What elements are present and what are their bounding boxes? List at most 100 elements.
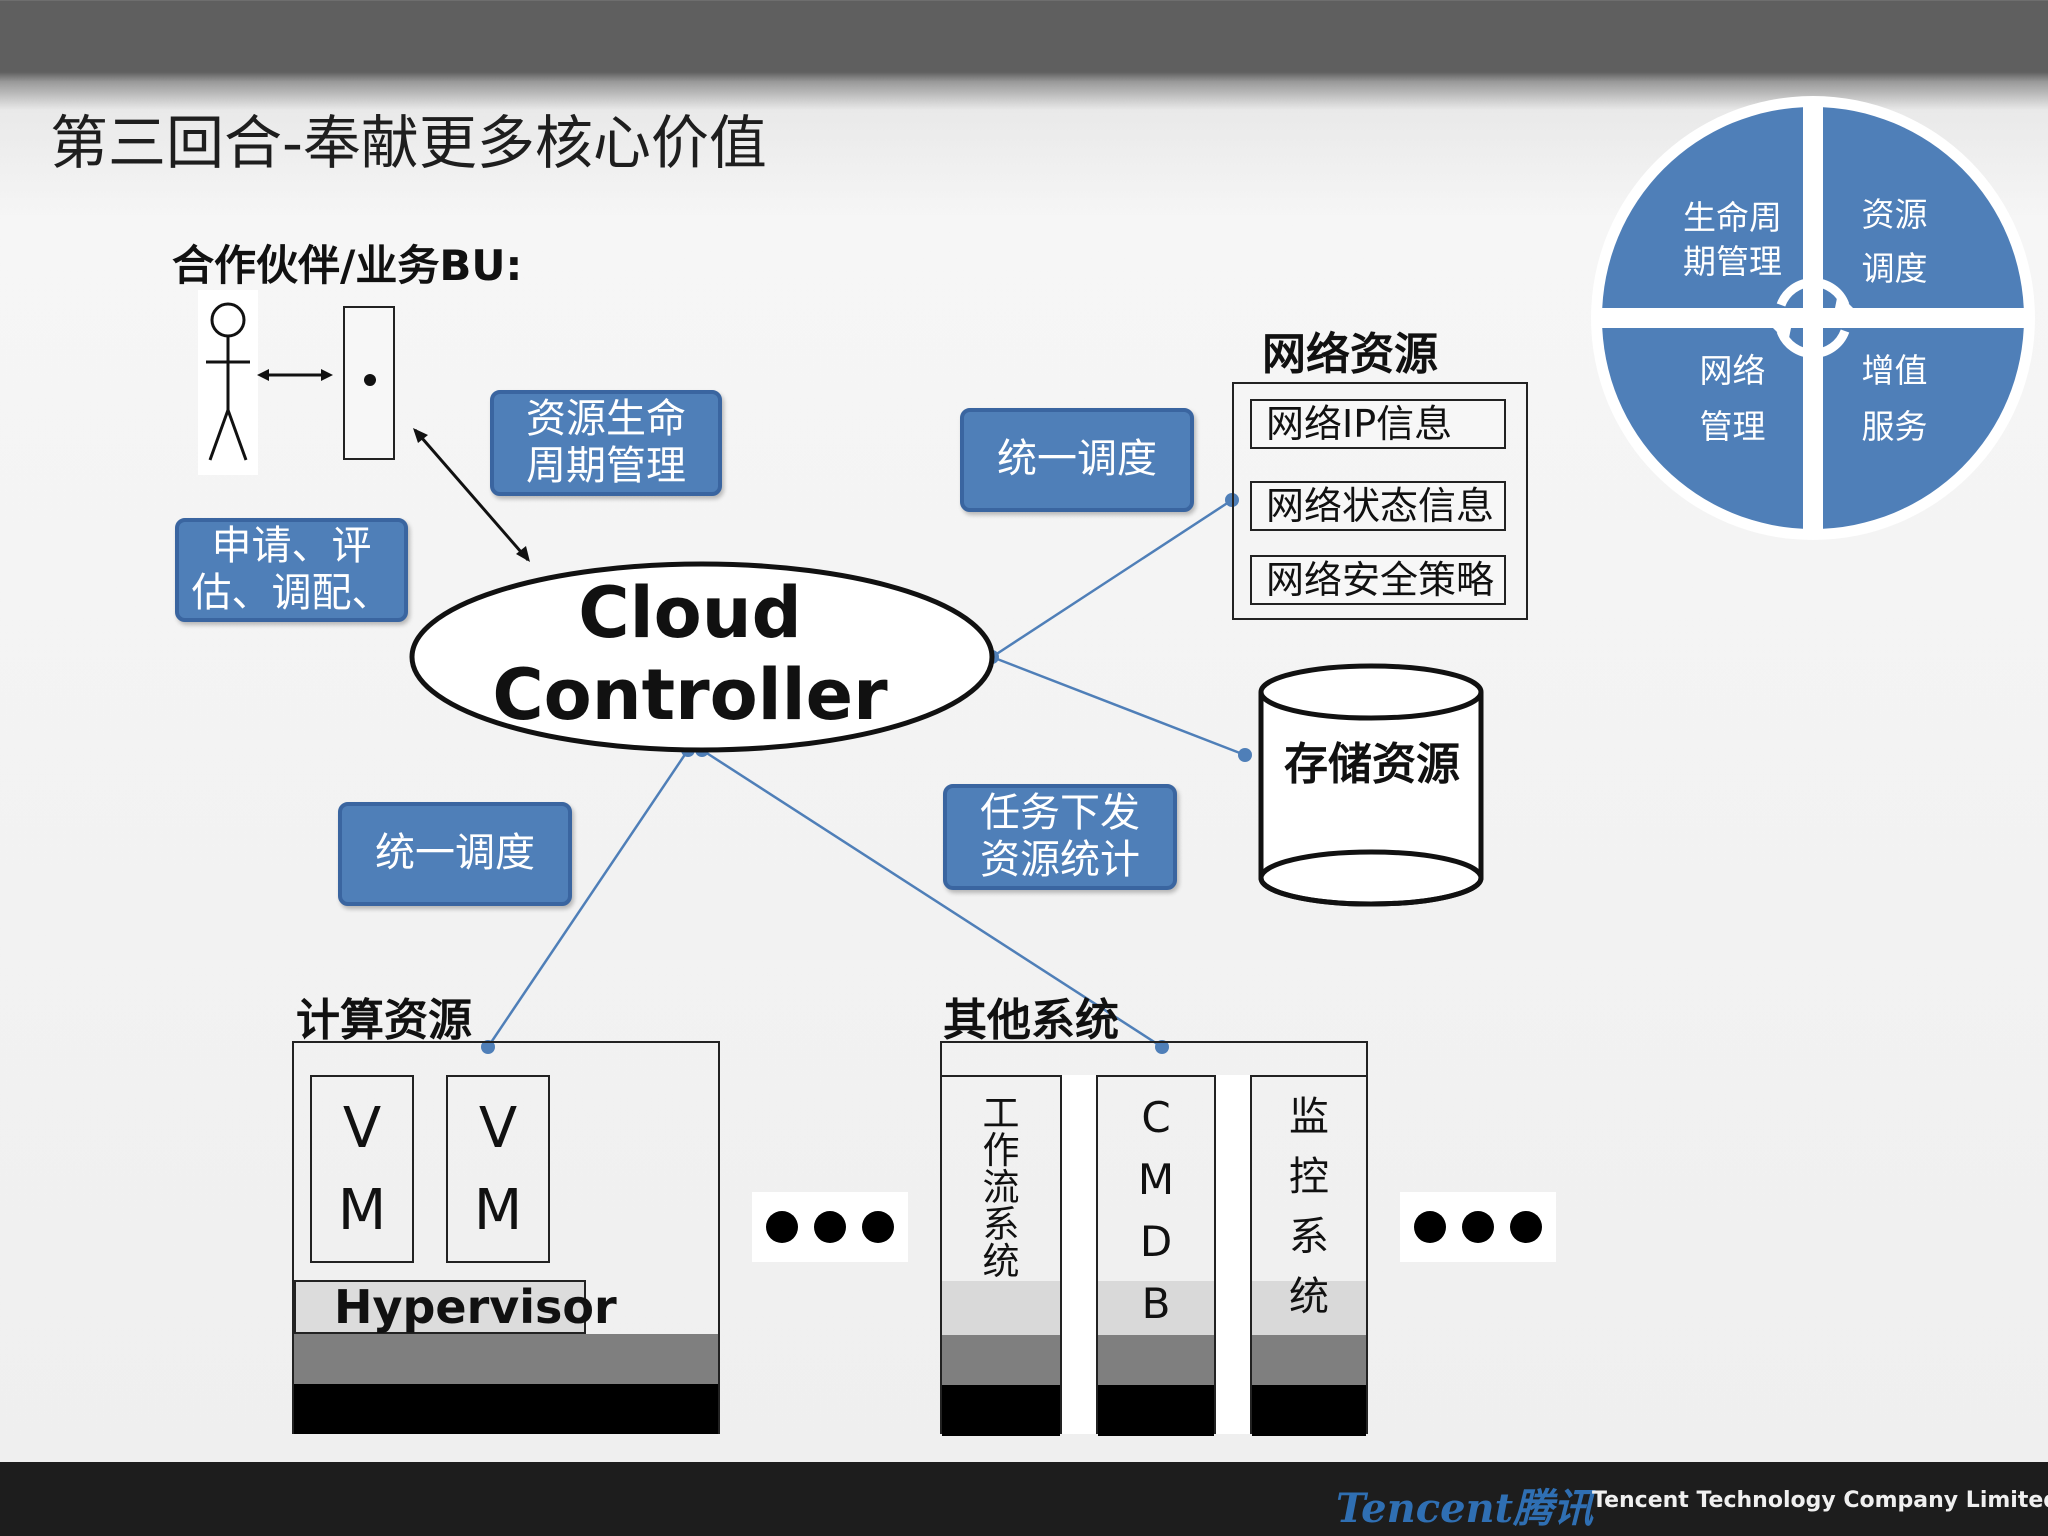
vm1-letter-m: M: [337, 1177, 387, 1243]
cmdb-light-layer: [1098, 1281, 1214, 1335]
workflow-char: 流: [982, 1166, 1020, 1209]
compute-connector: [486, 749, 690, 1048]
monitor-grey-layer: [1252, 1335, 1366, 1385]
monitor-column: 监 控 系 统: [1250, 1075, 1366, 1436]
cmdb-char: M: [1137, 1155, 1175, 1204]
callout-task-line2: 资源统计: [980, 837, 1140, 883]
quadrant-tl-line1: 生命周: [1683, 198, 1782, 237]
vm-box-1: V M: [310, 1075, 414, 1263]
dot: [1414, 1211, 1446, 1243]
monitor-light-layer: [1252, 1281, 1366, 1335]
column-gap: [1216, 1075, 1250, 1434]
callout-lifecycle: 资源生命 周期管理: [490, 390, 722, 496]
cmdb-grey-layer: [1098, 1335, 1214, 1385]
compute-title: 计算资源: [296, 995, 472, 1046]
partner-label: 合作伙伴/业务BU:: [172, 241, 523, 290]
network-item-ip: 网络IP信息: [1250, 399, 1506, 449]
quadrant-br-line2: 服务: [1861, 407, 1928, 446]
dot: [814, 1211, 846, 1243]
tencent-logo: Tencent腾讯: [1336, 1485, 1594, 1532]
column-gap: [1062, 1075, 1096, 1434]
monitor-label: 监 控 系 统: [1252, 1097, 1366, 1317]
callout-apply-line1: 申请、评: [211, 522, 372, 569]
monitor-char: 控: [1289, 1154, 1329, 1200]
callout-task: 任务下发 资源统计: [943, 784, 1177, 890]
quadrant-label-br: 增值 服务: [1822, 343, 1967, 455]
vm2-letter-m: M: [473, 1177, 523, 1243]
cmdb-black-layer: [1098, 1385, 1214, 1436]
ellipsis-dots-2: [1400, 1192, 1556, 1262]
cmdb-char: D: [1139, 1217, 1173, 1266]
quadrant-network: [1602, 318, 1813, 529]
monitor-char: 监: [1289, 1094, 1329, 1140]
quadrant-bl-line1: 网络: [1699, 351, 1766, 390]
network-connector: [991, 498, 1233, 659]
ellipsis-dots-1: [752, 1192, 908, 1262]
network-item-security: 网络安全策略: [1250, 555, 1506, 605]
workflow-black-layer: [942, 1385, 1060, 1436]
lifecycle-arrow: [413, 429, 530, 561]
cloud-controller-ellipse: [409, 561, 995, 753]
callout-schedule-left-text: 统一调度: [375, 830, 535, 877]
vm1-letter-v: V: [342, 1095, 382, 1161]
quadrant-tr-line2: 调度: [1861, 249, 1928, 288]
callout-lifecycle-line2: 周期管理: [526, 443, 686, 489]
cloud-controller-label: Cloud Controller: [440, 572, 940, 736]
callout-apply-line2: 估、调配、: [191, 570, 392, 616]
monitor-black-layer: [1252, 1385, 1366, 1436]
network-panel: 网络IP信息 网络状态信息 网络安全策略: [1232, 382, 1528, 620]
monitor-char: 系: [1289, 1214, 1329, 1260]
callout-schedule-left: 统一调度: [338, 802, 572, 906]
dot: [1462, 1211, 1494, 1243]
workflow-light-layer: [942, 1281, 1060, 1335]
workflow-char: 系: [982, 1203, 1020, 1246]
dot: [862, 1211, 894, 1243]
callout-apply: 申请、评 估、调配、: [175, 518, 408, 622]
quadrant-bl-line2: 管理: [1699, 407, 1766, 446]
other-panel-top: [942, 1043, 1366, 1075]
quadrant-scheduling: [1813, 107, 2024, 318]
workflow-char: 作: [982, 1129, 1020, 1172]
compute-grey-layer: [294, 1334, 718, 1384]
company-name: Tencent Technology Company Limited: [1592, 1488, 2048, 1513]
vm2-letter-v: V: [478, 1095, 518, 1161]
compute-black-layer: [294, 1384, 718, 1434]
workflow-label: 工 作 流 系 统: [942, 1095, 1060, 1280]
cmdb-char: C: [1141, 1093, 1171, 1142]
controller-line1: Cloud: [578, 572, 802, 654]
double-arrow-icon: [257, 369, 333, 381]
other-connector: [701, 748, 1163, 1049]
callout-lifecycle-line1: 资源生命: [526, 395, 686, 442]
terminal-device: [343, 306, 395, 460]
storage-label: 存储资源: [1284, 739, 1460, 790]
hypervisor-layer: Hypervisor: [294, 1280, 617, 1334]
workflow-column: 工 作 流 系 统: [942, 1075, 1062, 1436]
storage-connector: [991, 655, 1246, 757]
controller-line2: Controller: [492, 654, 888, 736]
quadrant-circle: [1591, 96, 2035, 540]
other-title: 其他系统: [943, 995, 1119, 1046]
user-icon: [198, 290, 258, 475]
network-title: 网络资源: [1262, 329, 1438, 380]
storage-cylinder: [1258, 663, 1484, 907]
cmdb-label: C M D B: [1098, 1097, 1214, 1325]
quadrant-tr-line1: 资源: [1861, 195, 1928, 234]
quadrant-br-line1: 增值: [1861, 351, 1928, 390]
quadrant-tl-line2: 期管理: [1683, 242, 1782, 281]
device-dot: [364, 374, 376, 386]
vm-box-2: V M: [446, 1075, 550, 1263]
compute-panel: V M V M Hypervisor: [292, 1041, 720, 1434]
dot: [766, 1211, 798, 1243]
footer-bar: Tencent腾讯 Tencent Technology Company Lim…: [0, 1462, 2048, 1536]
callout-schedule-top-text: 统一调度: [997, 436, 1157, 483]
workflow-grey-layer: [942, 1335, 1060, 1385]
callout-task-line1: 任务下发: [980, 789, 1140, 836]
workflow-char: 统: [982, 1240, 1020, 1283]
workflow-char: 工: [982, 1092, 1020, 1135]
callout-schedule-top: 统一调度: [960, 408, 1194, 512]
quadrant-label-tr: 资源 调度: [1822, 188, 1967, 296]
cmdb-char: B: [1141, 1279, 1171, 1328]
quadrant-value: [1813, 318, 2024, 529]
other-panel: 工 作 流 系 统 C M D B 监 控 系 统: [940, 1041, 1368, 1436]
network-item-status: 网络状态信息: [1250, 481, 1506, 531]
